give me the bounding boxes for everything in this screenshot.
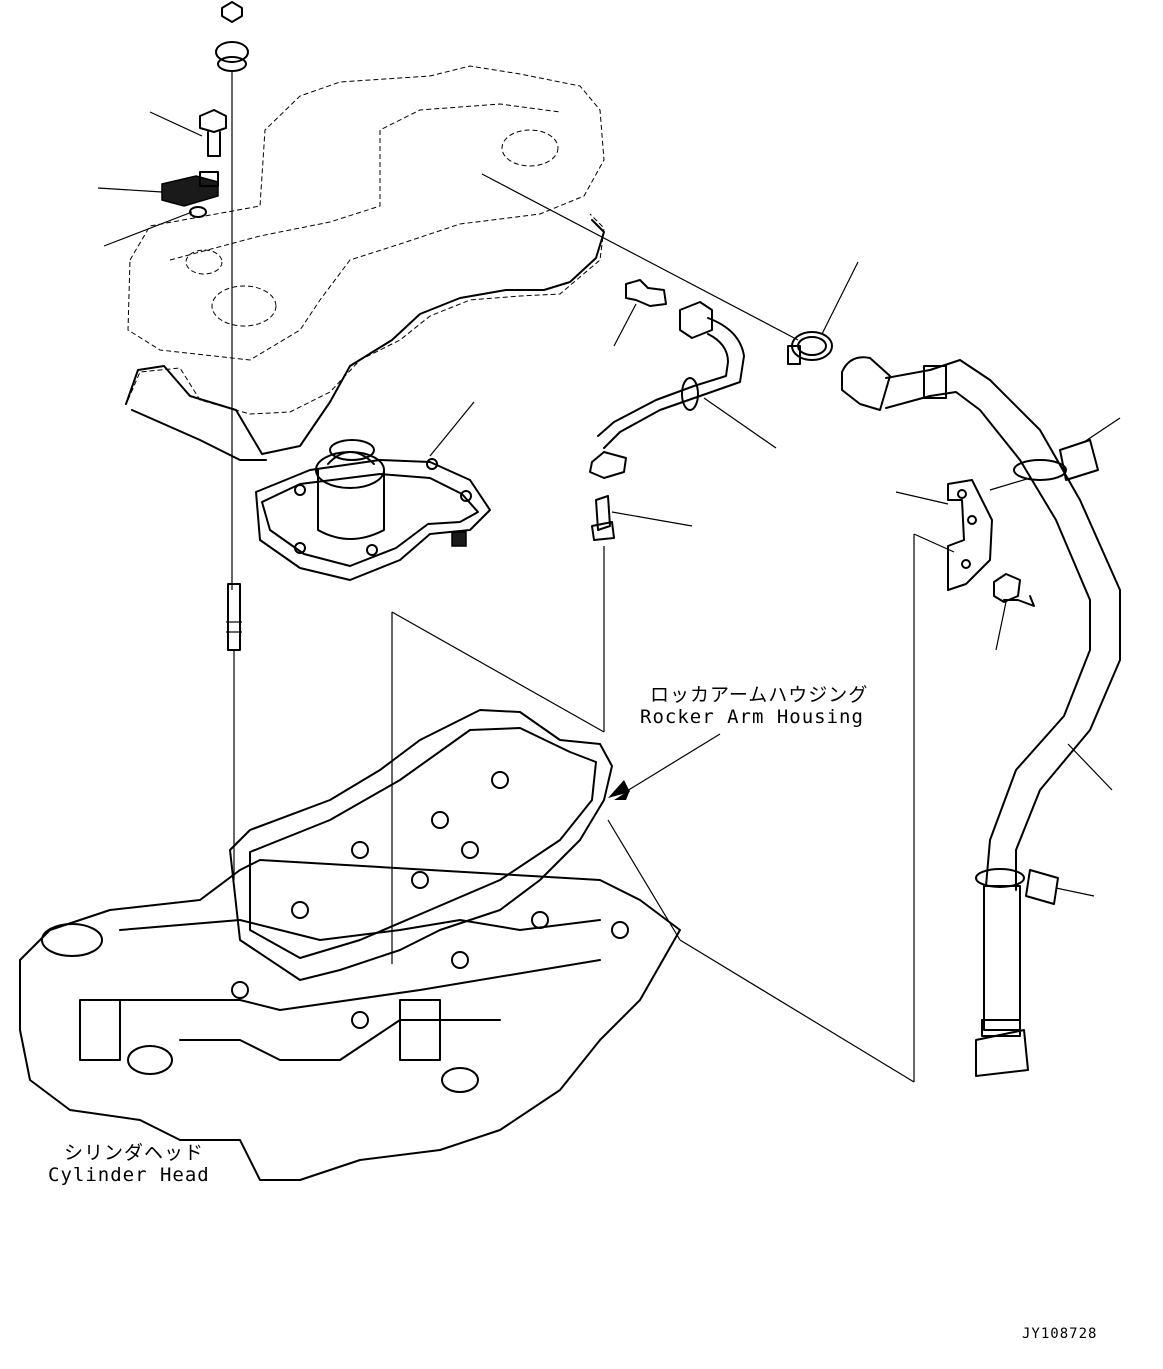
stud-bolt-part: [226, 583, 242, 651]
hose-clamp-part: [975, 439, 1099, 905]
sensor-part: [161, 171, 219, 218]
leader-line: [821, 261, 859, 335]
leader-line: [429, 401, 475, 457]
leader-line: [97, 187, 163, 193]
bracket-part: [947, 479, 993, 591]
cylinder-head-part: [19, 859, 681, 1181]
nut-part: [221, 1, 243, 23]
rocker-arm-housing-label-jp: ロッカアームハウジング: [650, 684, 869, 706]
cylinder-head-label-jp: シリンダヘッド: [64, 1142, 205, 1164]
rocker-arm-housing-part: [229, 709, 613, 981]
rocker-arm-housing-label-en: Rocker Arm Housing: [640, 706, 864, 728]
drawing-number: JY108728: [1022, 1326, 1098, 1342]
leader-line: [481, 173, 799, 341]
leader-line: [621, 733, 721, 795]
fitting-part: [591, 495, 615, 541]
hose-part: [841, 356, 1121, 1077]
arrow-head: [608, 780, 630, 798]
gasket-part: [125, 219, 605, 461]
leader-line: [989, 477, 1031, 491]
leader-line: [913, 533, 955, 553]
leader-line: [1067, 743, 1113, 791]
leader-line: [1083, 417, 1121, 443]
cylinder-head-label-en: Cylinder Head: [48, 1164, 210, 1186]
leader-line: [995, 601, 1007, 651]
connector-part: [625, 279, 667, 307]
breather-part: [255, 439, 491, 581]
leader-line: [703, 397, 777, 449]
bolt-part: [993, 573, 1035, 607]
washer-part: [215, 41, 249, 72]
leader-line: [1055, 887, 1095, 897]
leader-line: [611, 511, 693, 527]
leader-line: [391, 611, 605, 733]
leader-line: [895, 491, 949, 505]
tube-part: [589, 301, 745, 479]
bolt-part: [199, 109, 227, 157]
leader-line: [679, 939, 915, 1083]
head-cover-outline: [127, 65, 605, 415]
leader-line: [149, 111, 203, 137]
clamp-part: [787, 331, 833, 365]
leader-line: [613, 303, 637, 347]
